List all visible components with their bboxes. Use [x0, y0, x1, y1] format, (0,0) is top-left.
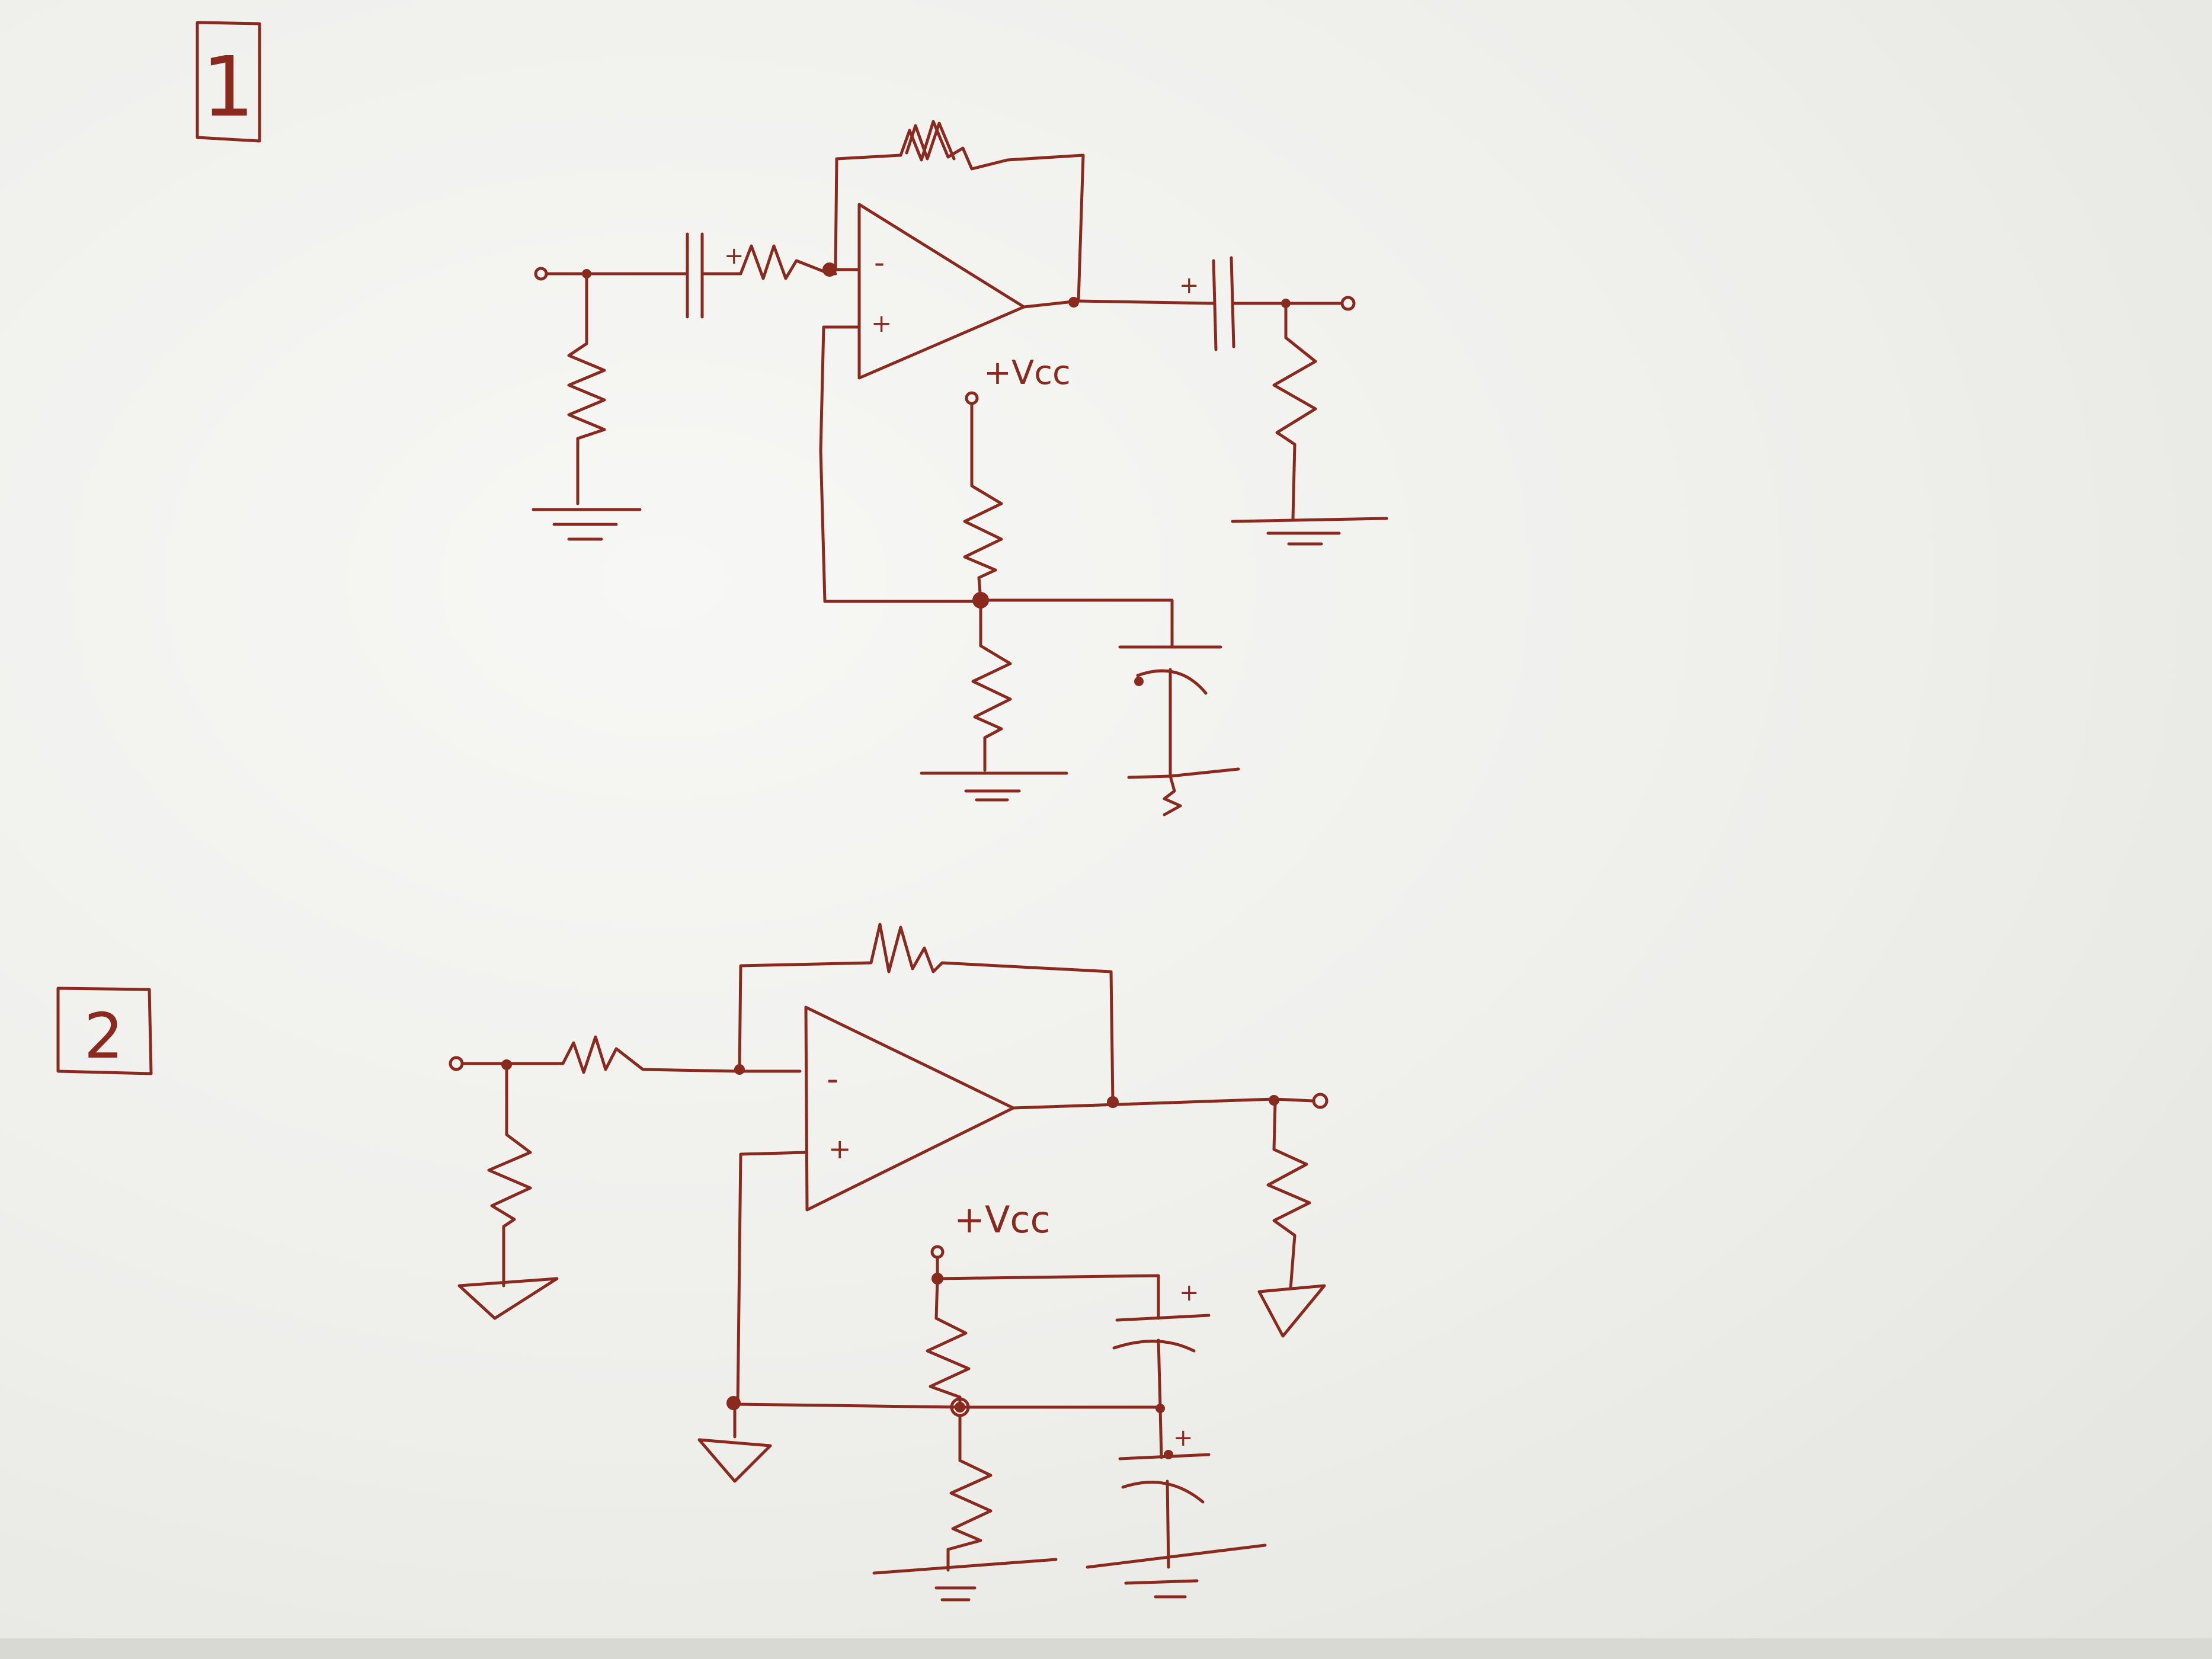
- figure-label-2: 2: [56, 987, 153, 1075]
- ground-symbol-1d: [1127, 668, 1240, 816]
- lower-divider-resistor-1: [971, 598, 1012, 772]
- opamp-2-noninverting: +: [828, 1133, 851, 1165]
- output-terminal-1: [1340, 296, 1356, 311]
- circuit-2: - + +Vcc + +: [449, 923, 1329, 1602]
- opamp-2-inverting: -: [827, 1060, 838, 1098]
- ground-symbol-2b: [1257, 1284, 1326, 1338]
- cap-polarity-2b: +: [1173, 1424, 1193, 1452]
- ground-symbol-1a: [532, 508, 642, 541]
- opamp-1-noninverting: +: [871, 309, 892, 338]
- figure-label-2-text: 2: [84, 1000, 124, 1072]
- ground-symbol-1c: [920, 771, 1068, 802]
- vcc-label-2: +Vcc: [954, 1198, 1051, 1241]
- ground-symbol-2d: [872, 1558, 1058, 1602]
- input-shunt-resistor-1: [567, 272, 606, 505]
- input-resistor-2: [460, 1035, 802, 1074]
- input-coupling-capacitor-1: [686, 232, 704, 319]
- figure-label-1-text: 1: [201, 39, 254, 136]
- output-load-resistor-1: [1272, 302, 1317, 520]
- supply-capacitor-2: [1115, 1314, 1211, 1322]
- opamp-2: [804, 1005, 1015, 1212]
- upper-divider-resistor-2: [926, 1277, 971, 1409]
- upper-divider-resistor-1: [963, 402, 1003, 602]
- ground-symbol-1b: [1231, 517, 1388, 546]
- output-load-resistor-2: [1266, 1100, 1311, 1290]
- output-terminal-2: [1312, 1093, 1329, 1109]
- bypass-capacitor-2: [1118, 1407, 1211, 1461]
- lower-divider-resistor-2: [946, 1414, 993, 1572]
- ground-symbol-2e: [1086, 1543, 1267, 1599]
- opamp-1: [857, 203, 1026, 380]
- ground-symbol-2c: [697, 1402, 772, 1483]
- opamp-1-inverting: -: [874, 245, 885, 280]
- input-terminal-2: [449, 1056, 464, 1071]
- output-coupling-capacitor-1: [1212, 256, 1235, 351]
- bypass-cap-wire-1: [979, 598, 1174, 648]
- ground-symbol-2a: [457, 1277, 559, 1320]
- input-shunt-resistor-2: [487, 1063, 532, 1288]
- vcc-terminal-2: [930, 1245, 945, 1259]
- input-resistor-1: [700, 244, 837, 280]
- vcc-terminal-1: [965, 391, 979, 405]
- output-cap-polarity-1: +: [1179, 272, 1199, 299]
- vcc-label-1: +Vcc: [984, 354, 1071, 392]
- cap-polarity-2a: +: [1179, 1279, 1199, 1306]
- feedback-resistor-1: [905, 121, 956, 161]
- input-terminal-1: [534, 267, 548, 281]
- input-cap-polarity-1: +: [724, 242, 744, 270]
- figure-label-1: 1: [196, 21, 261, 143]
- desk-edge: [0, 1638, 2212, 1659]
- circuit-1: + - + + +Vcc: [532, 120, 1388, 816]
